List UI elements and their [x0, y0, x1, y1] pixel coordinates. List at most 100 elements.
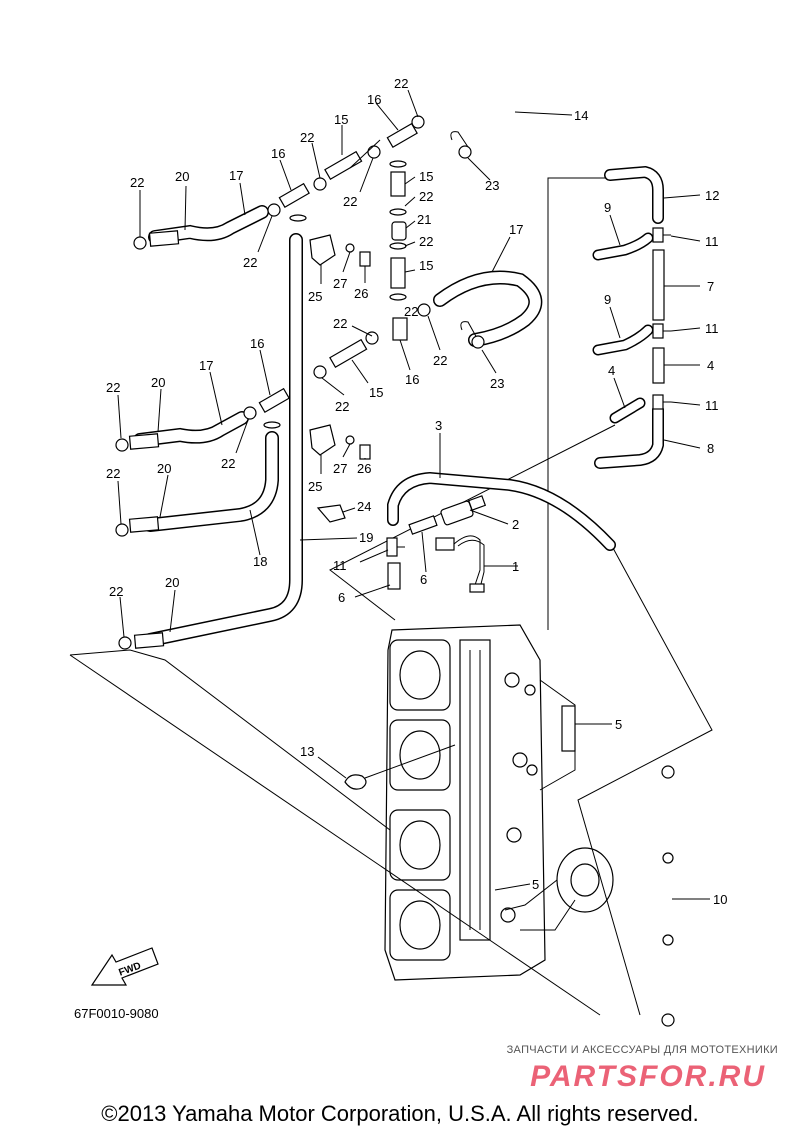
callout-20d: 20	[165, 575, 179, 590]
t-joints-11	[386, 227, 671, 557]
callout-24: 24	[357, 499, 371, 514]
ring-13	[344, 774, 367, 790]
leader-lines	[69, 177, 713, 1016]
callout-22a: 22	[394, 76, 408, 91]
callout-22m: 22	[106, 466, 120, 481]
callout-11d: 11	[333, 558, 347, 573]
callout-22j: 22	[335, 399, 349, 414]
callout-25a: 25	[308, 289, 322, 304]
callout-17a: 17	[229, 168, 243, 183]
callout-16b: 16	[271, 146, 285, 161]
center-stack	[389, 160, 407, 301]
callout-21: 21	[417, 212, 431, 227]
callout-25b: 25	[308, 479, 322, 494]
callout-15b: 15	[419, 169, 433, 184]
callout-20c: 20	[157, 461, 171, 476]
callout-8: 8	[707, 441, 714, 456]
hose-17-right-inner	[434, 272, 541, 346]
hose-6-left	[387, 562, 401, 590]
callout-9b: 9	[604, 292, 611, 307]
hose-17-upper-inner	[149, 206, 268, 243]
callout-15a: 15	[334, 112, 348, 127]
callout-5a: 5	[615, 717, 622, 732]
copyright-notice: ©2013 Yamaha Motor Corporation, U.S.A. A…	[101, 1101, 699, 1126]
callout-22h: 22	[333, 316, 347, 331]
callout-22l: 22	[221, 456, 235, 471]
hose-5-upper	[561, 705, 576, 752]
hose-18-inner	[144, 432, 278, 531]
callout-22o: 22	[404, 304, 418, 319]
callout-16a: 16	[367, 92, 381, 107]
callout-14: 14	[574, 108, 588, 123]
callout-2: 2	[512, 517, 519, 532]
callout-15c: 15	[419, 258, 433, 273]
callouts: 1 2 3 4 4 5 5 6 6 7 8 9 9 10 11 11 11 11…	[106, 76, 727, 907]
callout-23a: 23	[485, 178, 499, 193]
callout-17b: 17	[509, 222, 523, 237]
fuel-pump-2	[440, 495, 487, 526]
hose-4-left-inner	[611, 399, 644, 422]
callout-1: 1	[512, 559, 519, 574]
callout-11c: 11	[705, 398, 719, 413]
carburetor-assembly	[384, 624, 614, 981]
callout-22c: 22	[130, 175, 144, 190]
hose-7	[652, 249, 665, 321]
callout-19: 19	[359, 530, 373, 545]
hose-9-lower-inner	[594, 326, 652, 354]
clips-23	[450, 131, 485, 349]
tee-joints-16	[258, 122, 418, 414]
bracket-set-lower	[309, 424, 371, 460]
callout-11b: 11	[705, 321, 719, 336]
callout-22n: 22	[109, 584, 123, 599]
connector-1	[435, 535, 485, 593]
callout-4a: 4	[707, 358, 714, 373]
hose-19-inner	[144, 234, 302, 646]
hose-8-inner	[595, 405, 663, 468]
hoses-20	[128, 230, 180, 649]
hose-17-mid-inner	[134, 412, 248, 446]
callout-23b: 23	[490, 376, 504, 391]
callout-26a: 26	[354, 286, 368, 301]
callout-22b: 22	[300, 130, 314, 145]
callout-26b: 26	[357, 461, 371, 476]
callout-18: 18	[253, 554, 267, 569]
fwd-arrow-icon: FWD	[90, 947, 159, 986]
callout-20a: 20	[175, 169, 189, 184]
callout-27a: 27	[333, 276, 347, 291]
clips-22	[115, 115, 431, 650]
hose-15-top	[324, 150, 363, 181]
callout-7: 7	[707, 279, 714, 294]
callout-16c: 16	[405, 372, 419, 387]
callout-11a: 11	[705, 234, 719, 249]
callout-13: 13	[300, 744, 314, 759]
callout-6a: 6	[338, 590, 345, 605]
hose-3-inner	[388, 473, 615, 550]
hose-4-right	[652, 347, 665, 384]
bracket-set-upper	[309, 234, 371, 267]
linkage-rod-10	[661, 765, 675, 1027]
callout-3: 3	[435, 418, 442, 433]
callout-22i: 22	[433, 353, 447, 368]
watermark-brand: PARTSFOR.RU	[530, 1060, 766, 1093]
callout-5b: 5	[532, 877, 539, 892]
hose-15-mid	[329, 338, 368, 369]
callout-27b: 27	[333, 461, 347, 476]
diagram-code: 67F0010-9080	[74, 1006, 159, 1021]
callout-22e: 22	[419, 189, 433, 204]
watermark-tagline: ЗАПЧАСТИ И АКСЕССУАРЫ ДЛЯ МОТОТЕХНИКИ	[506, 1044, 778, 1056]
callout-10: 10	[713, 892, 727, 907]
clip-24	[316, 504, 346, 523]
callout-22k: 22	[106, 380, 120, 395]
callout-12: 12	[705, 188, 719, 203]
callout-6b: 6	[420, 572, 427, 587]
callout-17c: 17	[199, 358, 213, 373]
hose-6-right	[408, 515, 438, 535]
hose-9-upper-inner	[594, 234, 652, 259]
hose-14-inner	[427, 89, 521, 156]
callout-20b: 20	[151, 375, 165, 390]
callout-4b: 4	[608, 363, 615, 378]
callout-22f: 22	[419, 234, 433, 249]
callout-16d: 16	[250, 336, 264, 351]
callout-9a: 9	[604, 200, 611, 215]
